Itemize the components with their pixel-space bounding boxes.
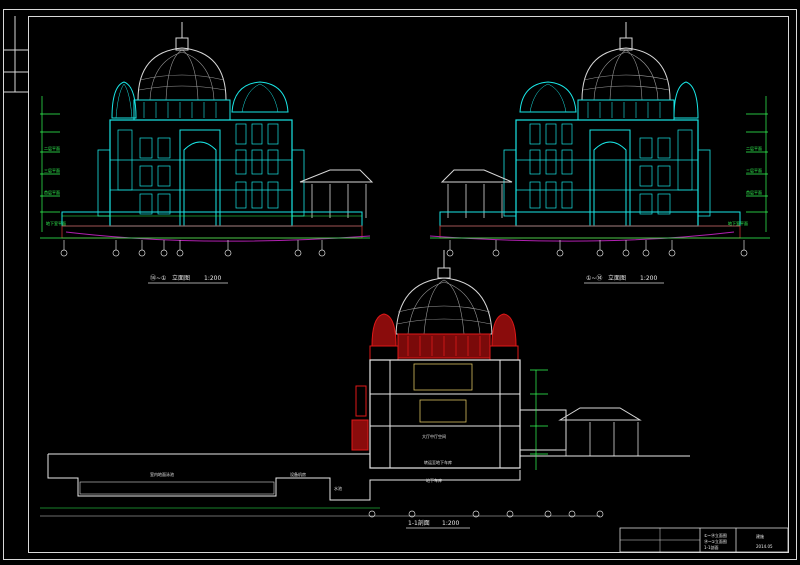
sheet-list-item-2: ⑭~①立面图 [704,538,727,544]
sheet-number: 建施 [756,533,764,539]
right-elevation-caption: ①~⑭ 立面图 1:200 [584,274,664,284]
room-label-long: 室内地面泳池 [150,471,174,477]
left-level-note-2: 三层平面 [44,167,60,173]
right-elevation-label: 立面图 [608,274,626,282]
section-caption: 1-1剖面 1:200 [406,519,470,529]
right-elevation: 二层平面 三层平面 首层平面 地下室平面 ①~⑭ 立面图 1:200 [429,22,770,284]
room-label-garage: 地下车库 [426,477,442,483]
section-1-1: 大厅中厅空间 转运至地下车库 地下车库 室内地面泳池 设备机房 水池 1-1剖面… [40,250,690,529]
left-elevation-caption: ⑭~① 立面图 1:200 [148,274,228,284]
room-label-lower-hall: 转运至地下车库 [424,459,452,465]
room-label-hall: 大厅中厅空间 [422,433,446,439]
right-level-note-1: 二层平面 [746,145,762,151]
left-elevation-label: 立面图 [172,274,190,282]
drawing-frame [3,9,797,560]
room-label-tank: 水池 [334,485,342,491]
title-block: ①~⑭立面图 ⑭~①立面图 1-1剖面 建施 2014.05 [619,527,789,553]
right-elevation-code: ①~⑭ [586,274,602,282]
section-scale: 1:200 [442,520,459,527]
left-elevation-scale: 1:200 [204,275,221,282]
right-level-note-4: 地下室平面 [728,220,748,226]
left-level-note-4: 地下室平面 [46,220,66,226]
right-level-note-3: 首层平面 [746,189,762,195]
left-elevation: 二层平面 三层平面 首层平面 地下室平面 ⑭~① 立面图 1:200 [40,22,374,284]
right-level-note-2: 三层平面 [746,167,762,173]
room-label-plant: 设备机房 [290,471,306,477]
right-elevation-scale: 1:200 [640,275,657,282]
sheet-list-item-1: ①~⑭立面图 [704,532,727,538]
sheet-date: 2014.05 [756,544,773,549]
left-elevation-code: ⑭~① [150,274,166,282]
left-level-note-3: 首层平面 [44,189,60,195]
sheet-list-item-3: 1-1剖面 [704,544,719,550]
left-level-note-1: 二层平面 [44,145,60,151]
section-label: 1-1剖面 [408,519,430,527]
